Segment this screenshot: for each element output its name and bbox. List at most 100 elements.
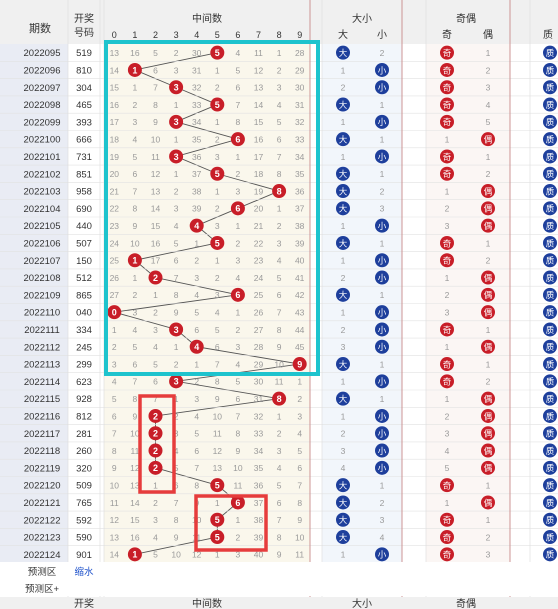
- missing-count-cell: 5: [153, 48, 158, 58]
- shrink-link[interactable]: 缩水: [74, 566, 94, 578]
- prime-ball: [543, 45, 557, 60]
- bottom-odd-even-header: 奇偶: [456, 597, 476, 609]
- odd-even-ball-label: 偶: [484, 463, 493, 473]
- draw-number-cell: 690: [76, 204, 92, 215]
- big-small-ball-label: 大: [339, 480, 348, 490]
- even-ball: [481, 270, 495, 285]
- big-small-ball-label: 大: [339, 186, 348, 196]
- missing-count-cell: 17: [110, 117, 120, 127]
- missing-count-cell: 1: [174, 342, 179, 352]
- big-small-ball-label: 大: [339, 169, 348, 179]
- missing-count-cell: 8: [153, 100, 158, 110]
- big-small-ball-label: 小: [378, 342, 387, 352]
- odd-even-ball-label: 偶: [484, 342, 493, 352]
- small-ball: [375, 460, 389, 475]
- middle-number-ball-label: 2: [153, 273, 158, 283]
- prime-ball-label: 质: [546, 446, 555, 456]
- prime-ball-label: 质: [546, 204, 555, 214]
- predict-label: 预测区: [28, 567, 57, 578]
- draw-number-cell: 509: [76, 481, 92, 492]
- odd-even-ball-label: 奇: [443, 256, 452, 266]
- period-cell: 2022115: [24, 394, 60, 405]
- even-ball: [481, 391, 495, 406]
- missing-count-cell: 4: [277, 463, 282, 473]
- missing-count-cell: 20: [254, 204, 264, 214]
- missing-count-cell: 12: [254, 65, 264, 75]
- missing-count-cell: 3: [277, 238, 282, 248]
- big-small-ball-label: 大: [339, 515, 348, 525]
- period-cell: 2022096: [24, 65, 61, 76]
- missing-count-cell: 11: [275, 377, 284, 387]
- missing-count-cell: 2: [236, 532, 241, 542]
- missing-count-cell: 7: [297, 480, 302, 490]
- predict-plus-row: [0, 579, 558, 596]
- missing-count-cell: 11: [213, 429, 222, 439]
- middle-number-ball: [169, 80, 184, 95]
- missing-count-cell: 5: [236, 65, 241, 75]
- missing-count-cell: 3: [133, 307, 138, 317]
- prime-ball: [543, 547, 557, 562]
- odd-even-count: 5: [445, 463, 450, 473]
- missing-count-cell: 9: [133, 411, 138, 421]
- missing-count-cell: 4: [133, 325, 138, 335]
- period-cell: 2022109: [24, 290, 61, 301]
- odd-even-count: 1: [486, 238, 491, 248]
- prime-ball-label: 质: [546, 256, 555, 266]
- odd-even-count: 1: [445, 498, 450, 508]
- big-small-ball-label: 大: [339, 100, 348, 110]
- period-cell: 2022118: [24, 446, 60, 457]
- odd-ball: [440, 547, 454, 562]
- odd-even-ball-label: 偶: [484, 307, 493, 317]
- missing-count-cell: 1: [215, 117, 220, 127]
- middle-number-ball: [210, 478, 225, 493]
- small-ball: [375, 322, 389, 337]
- missing-count-cell: 5: [277, 273, 282, 283]
- missing-count-cell: 43: [295, 307, 305, 317]
- missing-count-cell: 7: [277, 307, 282, 317]
- missing-count-cell: 5: [153, 359, 158, 369]
- middle-number-ball: [292, 357, 307, 372]
- period-cell: 2022101: [24, 152, 61, 163]
- digit-header-8: 8: [277, 30, 282, 40]
- missing-count-cell: 2: [174, 411, 179, 421]
- middle-number-ball-label: 3: [174, 117, 179, 127]
- missing-count-cell: 5: [112, 394, 117, 404]
- period-header: 期数: [29, 22, 51, 35]
- big-small-ball-label: 小: [378, 65, 387, 75]
- prime-ball: [543, 305, 557, 320]
- missing-count-cell: 3: [236, 550, 241, 560]
- big-small-ball-label: 小: [378, 325, 387, 335]
- big-small-count: 2: [341, 83, 346, 93]
- bottom-middle-header: 中间数: [192, 597, 222, 609]
- missing-count-cell: 21: [254, 221, 264, 231]
- missing-count-cell: 4: [277, 256, 282, 266]
- odd-even-header: 奇偶: [456, 12, 476, 25]
- big-subheader: 大: [338, 28, 348, 41]
- missing-count-cell: 26: [254, 307, 264, 317]
- middle-number-ball: [148, 426, 163, 441]
- odd-even-count: 3: [445, 307, 450, 317]
- prime-ball: [543, 322, 557, 337]
- missing-count-cell: 8: [133, 394, 138, 404]
- draw-number-cell: 623: [76, 377, 92, 388]
- digit-header-5: 5: [215, 30, 220, 40]
- prime-ball: [543, 357, 557, 372]
- missing-count-cell: 10: [110, 480, 120, 490]
- prime-ball: [543, 512, 557, 527]
- odd-even-count: 4: [486, 100, 491, 110]
- predict-plus-label[interactable]: 预测区+: [25, 584, 60, 595]
- missing-count-cell: 5: [174, 238, 179, 248]
- missing-count-cell: 8: [174, 290, 179, 300]
- odd-even-count: 1: [486, 480, 491, 490]
- draw-number-cell: 731: [76, 152, 92, 163]
- digit-header-9: 9: [297, 30, 302, 40]
- big-small-ball-label: 小: [378, 446, 387, 456]
- middle-number-ball: [127, 253, 142, 268]
- period-cell: 2022122: [24, 515, 61, 526]
- odd-even-count: 1: [445, 186, 450, 196]
- missing-count-cell: 1: [215, 186, 220, 196]
- odd-even-ball-label: 奇: [443, 117, 452, 127]
- period-cell: 2022124: [24, 550, 61, 561]
- small-ball: [375, 149, 389, 164]
